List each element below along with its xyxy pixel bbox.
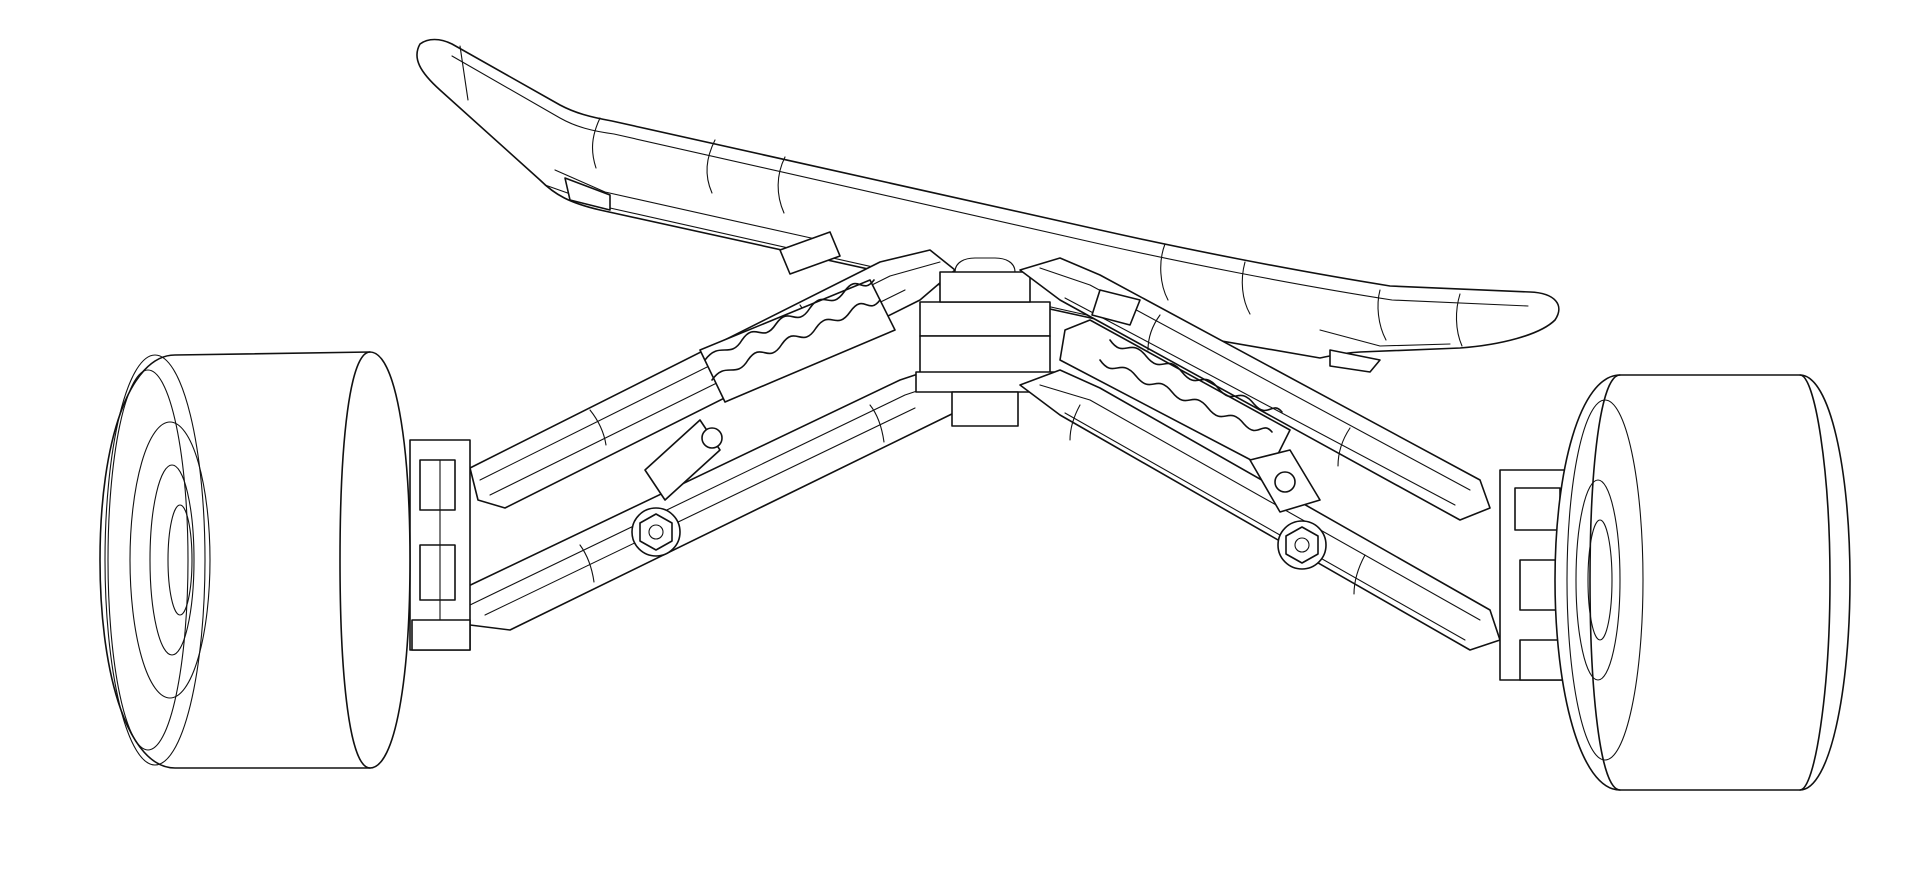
right-front-arm <box>1019 257 1491 521</box>
left-shock-mount-icon <box>701 427 723 449</box>
right-shock-mount-icon <box>1274 471 1296 493</box>
right-shock-absorber <box>1059 289 1321 513</box>
right-rear-arm <box>1019 369 1501 651</box>
left-knuckle <box>409 439 471 651</box>
left-hex-bolt <box>631 507 681 557</box>
right-hex-bolt <box>1277 520 1327 570</box>
center-pivot-block <box>915 257 1055 427</box>
deck <box>416 38 1560 373</box>
left-shock-absorber <box>644 231 896 501</box>
left-wheel <box>99 351 411 769</box>
right-wheel <box>1554 374 1851 791</box>
